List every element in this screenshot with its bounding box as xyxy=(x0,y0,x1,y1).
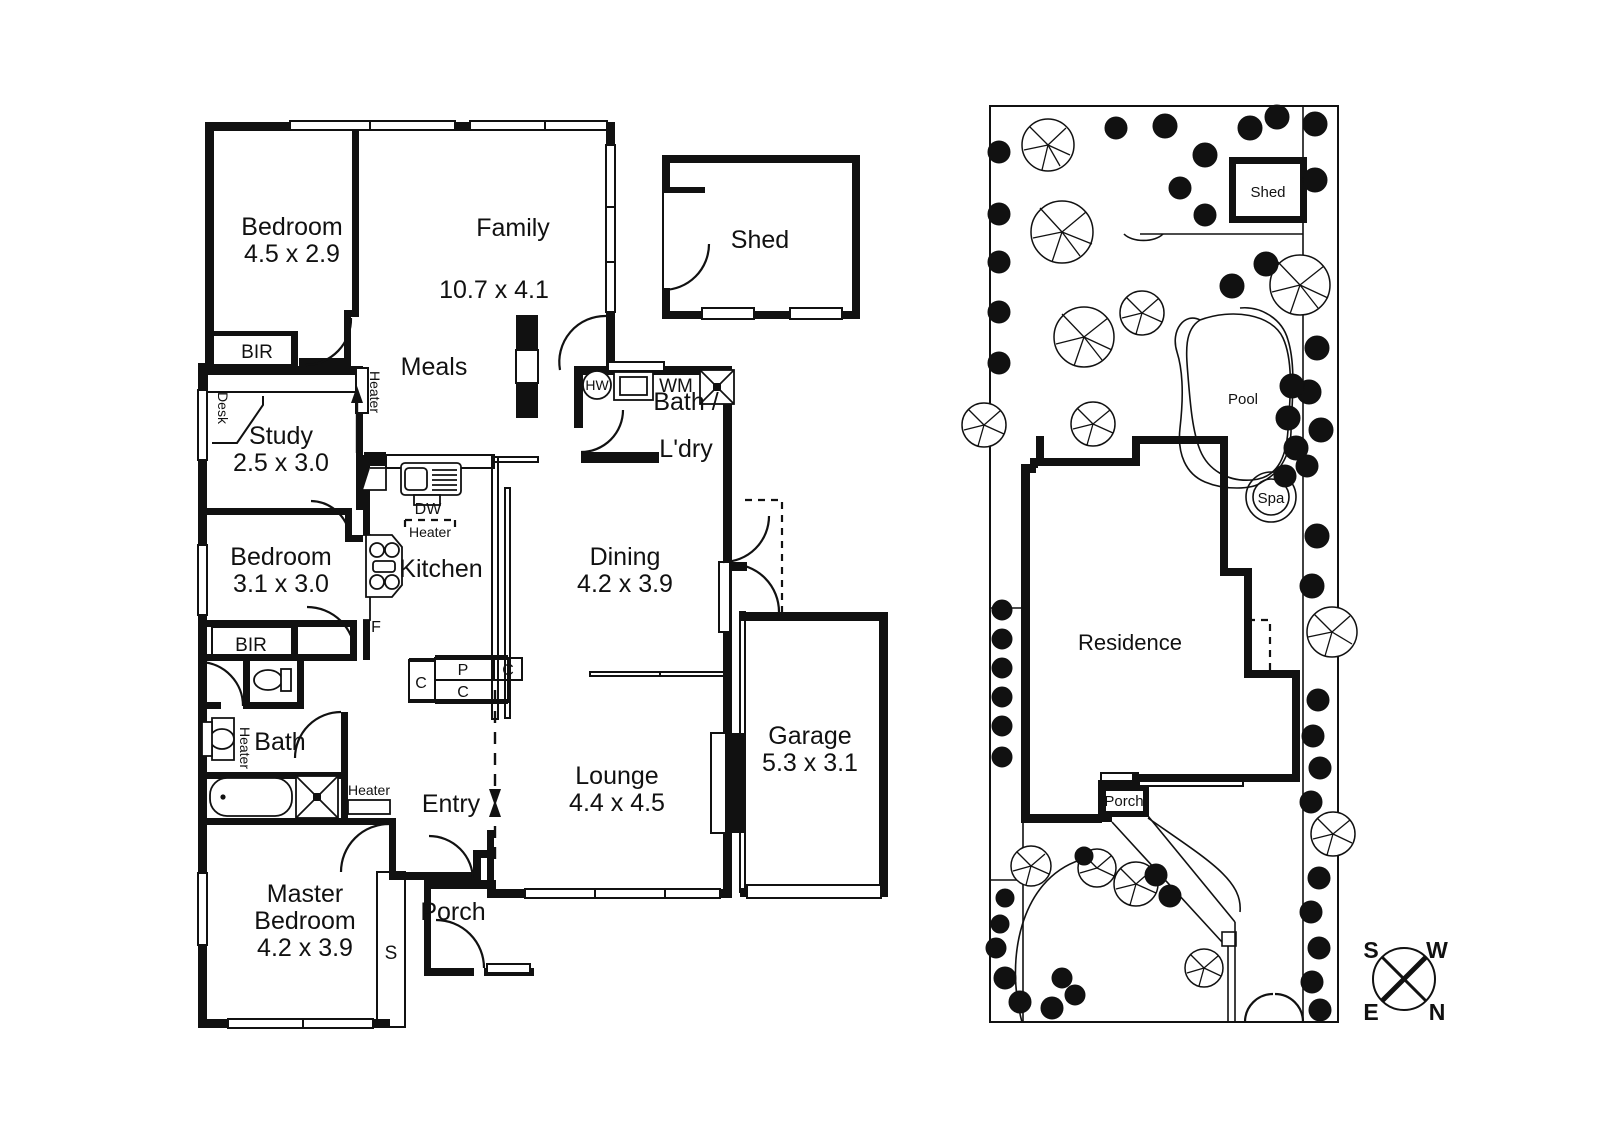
site-residence: Residence Porch xyxy=(1021,436,1300,823)
dashed-guides xyxy=(351,386,784,860)
room-label-family: Family xyxy=(476,214,550,242)
windows xyxy=(197,120,882,1029)
annotation-cupboard-left: C xyxy=(415,675,427,692)
room-label-shed-floorplan: Shed xyxy=(731,226,789,254)
compass-label-s: S xyxy=(1363,937,1378,963)
fixtures xyxy=(201,369,735,819)
site-label-porch: Porch xyxy=(1104,793,1143,810)
site-driveway xyxy=(1014,815,1305,1023)
shed-structure xyxy=(662,155,860,320)
annotation-bir-bottom: BIR xyxy=(235,635,267,656)
door-swings xyxy=(200,243,781,969)
annotation-cupboard-mid: C xyxy=(457,684,469,701)
annotation-store: S xyxy=(385,943,398,964)
site-label-shed: Shed xyxy=(1250,184,1285,201)
floor-plan-panel: Bedroom 4.5 x 2.9 Family 10.7 x 4.1 Meal… xyxy=(197,120,888,1029)
site-plan-panel: Shed Pool Spa xyxy=(961,104,1448,1025)
compass-rose: S W E N xyxy=(1363,937,1448,1025)
annotation-heater-kitchen: Heater xyxy=(409,524,451,540)
room-label-master: Master xyxy=(267,880,343,908)
room-dim-bath-laundry: L'dry xyxy=(659,435,713,463)
site-pool: Pool xyxy=(1174,307,1294,489)
annotation-heater-entry: Heater xyxy=(348,782,390,798)
annotation-hot-water: HW xyxy=(585,377,609,393)
room-label-lounge: Lounge xyxy=(575,762,658,790)
room-label-study: Study xyxy=(249,422,313,450)
room-label-bath-laundry: Bath / xyxy=(653,388,718,416)
room-label-garage: Garage xyxy=(768,722,851,750)
site-label-residence: Residence xyxy=(1078,630,1182,655)
room-dim-family: 10.7 x 4.1 xyxy=(439,276,549,304)
annotation-heater-bath: Heater xyxy=(237,727,253,769)
room-dim-bedroom3: 3.1 x 3.0 xyxy=(233,570,329,598)
room-dim-lounge: 4.4 x 4.5 xyxy=(569,789,665,817)
site-spa: Spa xyxy=(1245,471,1297,523)
annotation-heater-study: Heater xyxy=(367,371,383,413)
room-label-porch: Porch xyxy=(420,898,485,926)
site-shrubs xyxy=(985,104,1334,1022)
room-dim-dining: 4.2 x 3.9 xyxy=(577,570,673,598)
site-label-spa: Spa xyxy=(1258,490,1285,507)
room-label-kitchen: Kitchen xyxy=(399,555,482,583)
site-boundary xyxy=(989,105,1339,1023)
room-dim-garage: 5.3 x 3.1 xyxy=(762,749,858,777)
room-label-entry: Entry xyxy=(422,790,481,818)
room-dim-bedroom2: 4.5 x 2.9 xyxy=(244,240,340,268)
site-shed: Shed xyxy=(1229,157,1307,223)
compass-label-n: N xyxy=(1429,999,1446,1025)
compass-label-w: W xyxy=(1426,937,1448,963)
door-markers xyxy=(515,315,745,834)
annotation-pantry: P xyxy=(458,662,469,679)
site-trees-large xyxy=(961,118,1358,988)
room-label-bedroom2: Bedroom xyxy=(241,213,342,241)
annotation-desk: Desk xyxy=(215,392,231,425)
room-label-meals: Meals xyxy=(401,353,468,381)
annotation-bir-top: BIR xyxy=(241,342,273,363)
room-label-master-2: Bedroom xyxy=(254,907,355,935)
room-label-dining: Dining xyxy=(590,543,661,571)
compass-label-e: E xyxy=(1363,999,1378,1025)
site-label-pool: Pool xyxy=(1228,391,1258,408)
annotation-cupboard-right: C xyxy=(502,662,514,679)
room-label-bath: Bath xyxy=(254,728,305,756)
room-dim-master: 4.2 x 3.9 xyxy=(257,934,353,962)
annotation-fridge: F xyxy=(371,619,381,636)
room-label-bedroom3: Bedroom xyxy=(230,543,331,571)
annotation-washing-machine: WM xyxy=(659,376,693,397)
room-dim-study: 2.5 x 3.0 xyxy=(233,449,329,477)
floor-plan-labels: Bedroom 4.5 x 2.9 Family 10.7 x 4.1 Meal… xyxy=(215,213,858,964)
annotation-dishwasher: DW xyxy=(415,501,443,518)
